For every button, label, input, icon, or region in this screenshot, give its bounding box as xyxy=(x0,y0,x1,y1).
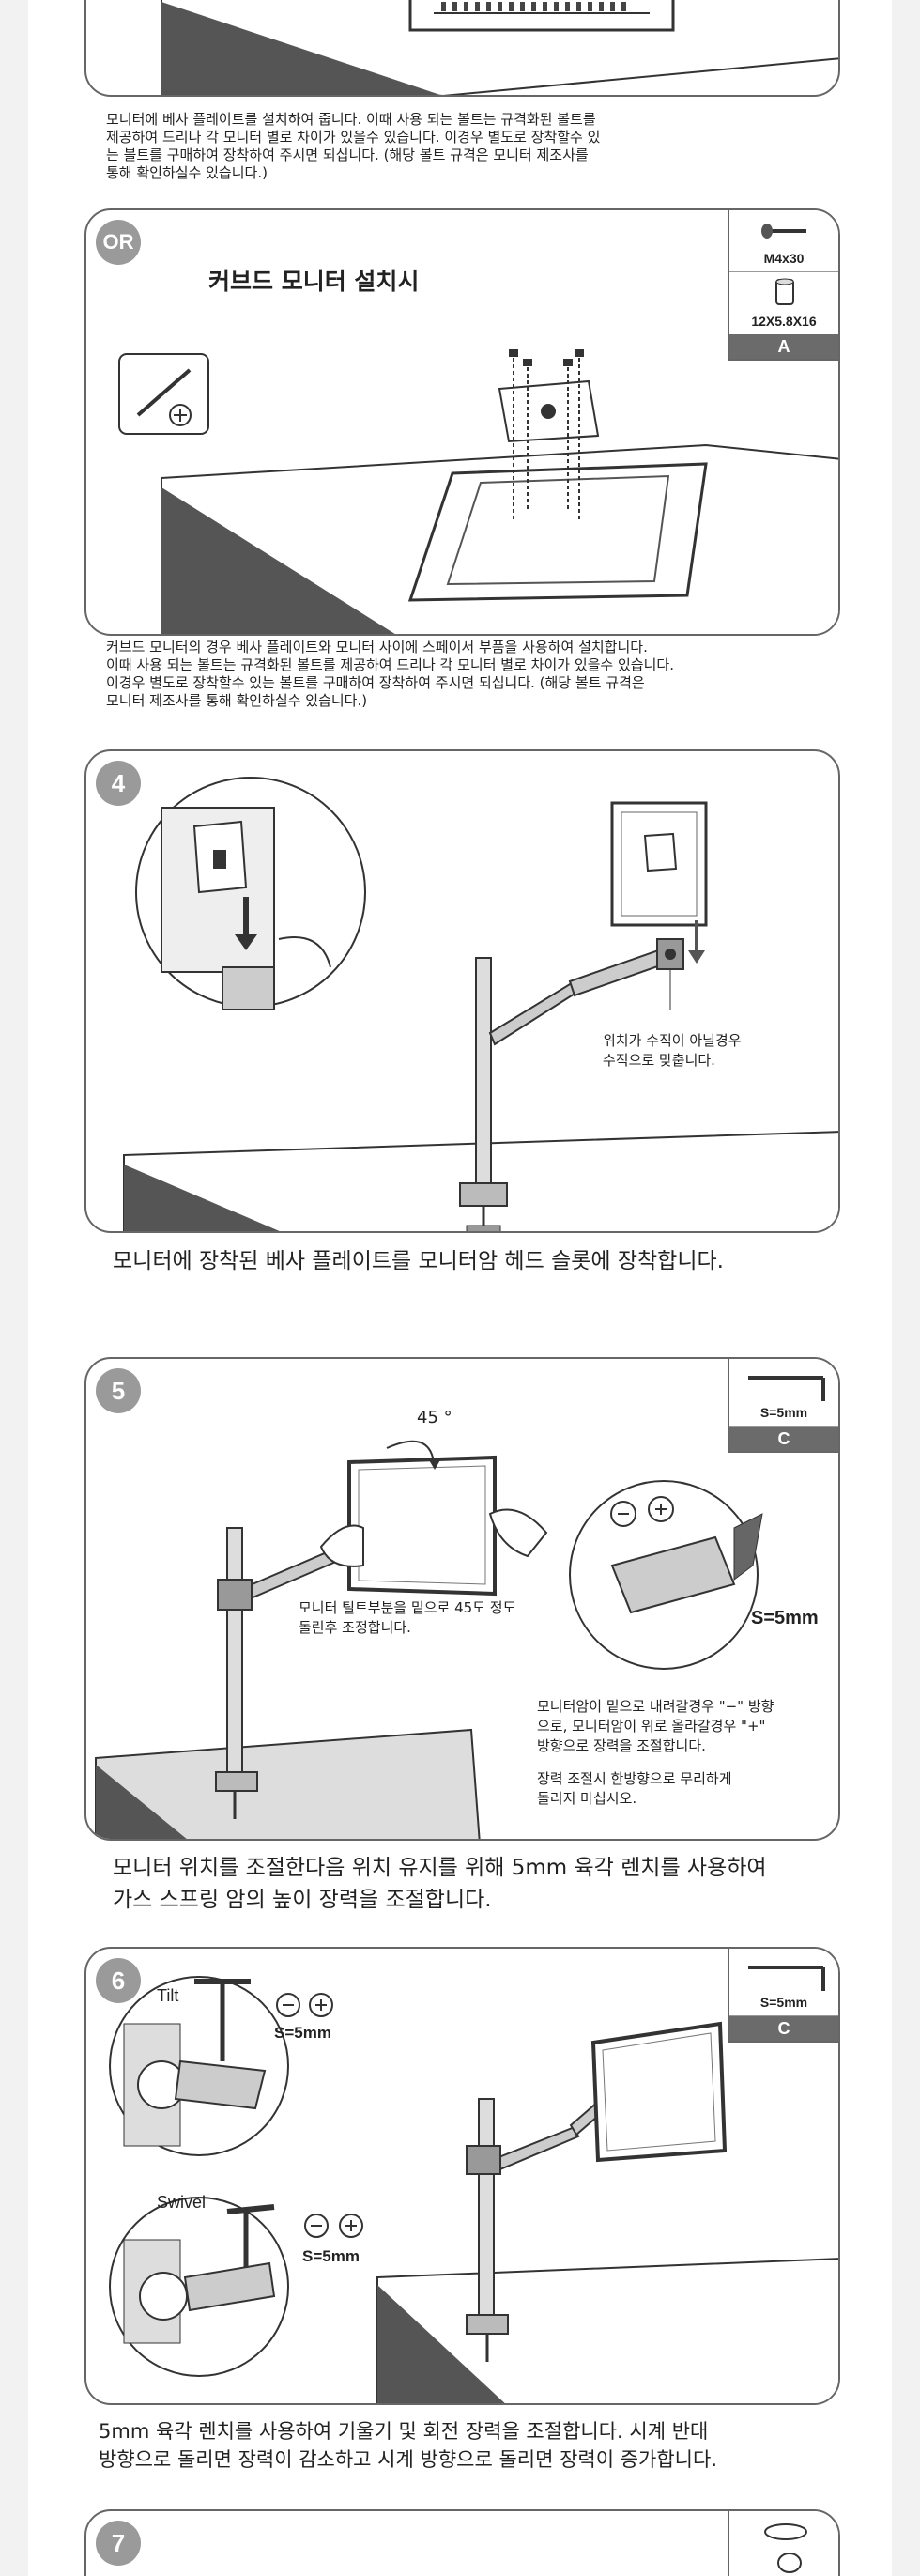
caption-line: 이때 사용 되는 볼트는 규격화된 볼트를 제공하여 드리나 각 모니터 별로 … xyxy=(106,656,674,673)
tilt-angle-label: 45 ° xyxy=(417,1408,452,1427)
hex-wrench-icon xyxy=(748,1376,825,1401)
cable-clip-icon xyxy=(764,2523,807,2573)
curved-monitor-illustration xyxy=(118,349,838,634)
parts-cell-bolt: M4x30 xyxy=(729,210,838,272)
tension-note: 모니터암이 밑으로 내려갈경우 "−" 방향 으로, 모니터암이 위로 올라갈경… xyxy=(537,1697,774,1809)
parts-tag-c: C xyxy=(729,2016,838,2041)
vesa-install-illustration xyxy=(161,0,838,95)
wrench-size-label: S=5mm xyxy=(759,1405,808,1420)
caption-line: 5mm 육각 렌치를 사용하여 기울기 및 회전 장력을 조절합니다. 시계 반… xyxy=(99,2420,709,2443)
note-line: 방향으로 장력을 조절합니다. xyxy=(537,1737,706,1754)
tilt-wrench-label: S=5mm xyxy=(274,2024,331,2042)
note-line: 으로, 모니터암이 위로 올라갈경우 "+" xyxy=(537,1718,766,1735)
step-5-panel: 5 S=5mm C 45 ° S=5mm 모니터 틸트부분을 밑으로 45도 정… xyxy=(84,1357,840,1841)
curved-monitor-title: 커브드 모니터 설치시 xyxy=(208,268,420,295)
left-margin xyxy=(0,0,28,2576)
vesa-install-panel xyxy=(84,0,840,97)
caption-line: 커브드 모니터의 경우 베사 플레이트와 모니터 사이에 스페이서 부품을 사용… xyxy=(106,639,648,656)
caption-line: 모니터에 베사 플레이트를 설치하여 줍니다. 이때 사용 되는 볼트는 규격화… xyxy=(106,111,596,128)
caption-line: 는 볼트를 구매하여 장착하여 주시면 되십니다. (해당 볼트 규격은 모니터… xyxy=(106,147,589,163)
parts-tag-c: C xyxy=(729,1427,838,1451)
parts-box-a: M4x30 12X5.8X16 A xyxy=(728,210,838,361)
step-4-caption: 모니터에 장착된 베사 플레이트를 모니터암 헤드 슬롯에 장착합니다. xyxy=(113,1249,724,1273)
wrench-label: S=5mm xyxy=(751,1608,819,1628)
parts-cell-wrench: S=5mm xyxy=(729,1949,838,2016)
right-margin xyxy=(892,0,920,2576)
caption-line: 제공하여 드리나 각 모니터 별로 차이가 있을수 있습니다. 이경우 별도로 … xyxy=(106,129,601,146)
bolt-icon xyxy=(761,224,806,239)
parts-cell-wrench: S=5mm xyxy=(729,1359,838,1427)
hex-wrench-icon xyxy=(748,1966,825,1991)
step-4-note: 위치가 수직이 아닐경우 수직으로 맞춥니다. xyxy=(603,1031,742,1071)
parts-tag-a: A xyxy=(729,334,838,359)
caption-line: 이경우 별도로 장착할수 있는 볼트를 구매하여 장착하여 주시면 되십니다. … xyxy=(106,674,645,691)
swivel-label: Swivel xyxy=(157,2193,207,2212)
note-line: 모니터암이 밑으로 내려갈경우 "−" 방향 xyxy=(537,1698,774,1715)
caption-line: 모니터 위치를 조절한다음 위치 유지를 위해 5mm 육각 렌치를 사용하여 xyxy=(113,1856,767,1880)
parts-box-step-7 xyxy=(728,2511,838,2576)
or-badge: OR xyxy=(96,220,141,265)
caption-line: 방향으로 돌리면 장력이 감소하고 시계 방향으로 돌리면 장력이 증가합니다. xyxy=(99,2448,717,2471)
parts-box-c: S=5mm C xyxy=(728,1359,838,1453)
note-line: 돌린후 조정합니다. xyxy=(299,1619,411,1636)
warning-line: 장력 조절시 한방향으로 무리하게 xyxy=(537,1770,732,1787)
tilt-note: 모니터 틸트부분을 밑으로 45도 정도 돌린후 조정합니다. xyxy=(299,1598,515,1638)
step-7-badge: 7 xyxy=(96,2521,141,2566)
step-5-caption: 모니터 위치를 조절한다음 위치 유지를 위해 5mm 육각 렌치를 사용하여 … xyxy=(113,1852,767,1916)
parts-box-c-2: S=5mm C xyxy=(728,1949,838,2043)
wrench-size-label: S=5mm xyxy=(759,1995,808,2010)
note-line: 위치가 수직이 아닐경우 xyxy=(603,1032,742,1049)
caption-line: 통해 확인하실수 있습니다.) xyxy=(106,164,268,181)
spacer-label: 12X5.8X16 xyxy=(751,314,817,329)
note-line: 수직으로 맞춥니다. xyxy=(603,1052,715,1069)
step-5-badge: 5 xyxy=(96,1368,141,1413)
note-line: 모니터 틸트부분을 밑으로 45도 정도 xyxy=(299,1599,516,1616)
step-4-panel: 4 위치가 수직이 아닐경우 수직으로 맞춥니다. xyxy=(84,749,840,1233)
warning-line: 돌리지 마십시오. xyxy=(537,1790,637,1807)
parts-cell-spacer: 12X5.8X16 xyxy=(729,272,838,334)
curved-monitor-caption: 커브드 모니터의 경우 베사 플레이트와 모니터 사이에 스페이서 부품을 사용… xyxy=(106,639,848,710)
vesa-install-caption: 모니터에 베사 플레이트를 설치하여 줍니다. 이때 사용 되는 볼트는 규격화… xyxy=(106,111,801,182)
step-4-illustration xyxy=(123,777,838,1231)
step-6-caption: 5mm 육각 렌치를 사용하여 기울기 및 회전 장력을 조절합니다. 시계 반… xyxy=(99,2417,717,2474)
step-5-illustration xyxy=(95,1440,763,1839)
bolt-label: M4x30 xyxy=(763,251,805,266)
spacer-icon xyxy=(775,278,794,305)
step-6-illustration xyxy=(109,1976,838,2403)
step-6-panel: 6 S=5mm C Tilt S=5mm Swivel S=5mm xyxy=(84,1947,840,2405)
step-4-badge: 4 xyxy=(96,761,141,806)
tilt-label: Tilt xyxy=(157,1986,179,2005)
caption-line: 가스 스프링 암의 높이 장력을 조절합니다. xyxy=(113,1888,492,1912)
swivel-wrench-label: S=5mm xyxy=(302,2247,360,2265)
step-7-panel: 7 xyxy=(84,2509,840,2576)
caption-line: 모니터 제조사를 통해 확인하실수 있습니다.) xyxy=(106,692,368,709)
curved-monitor-panel: OR 커브드 모니터 설치시 M4x30 12X5.8X16 A xyxy=(84,208,840,636)
step-6-badge: 6 xyxy=(96,1958,141,2003)
